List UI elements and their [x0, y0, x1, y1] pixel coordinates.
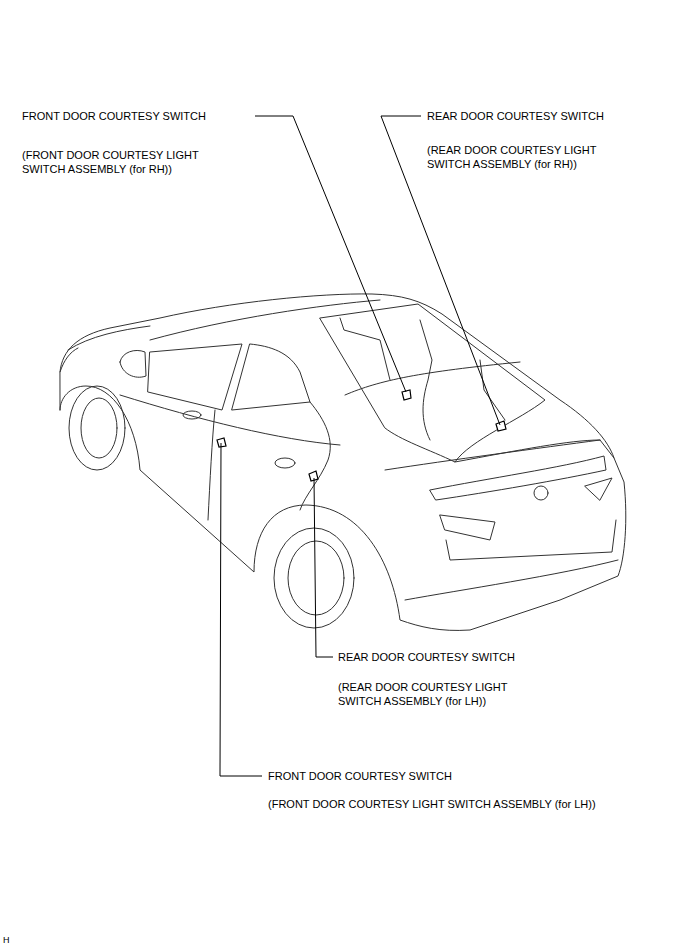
part-label: FRONT DOOR COURTESY SWITCH: [268, 769, 452, 783]
part-label: (FRONT DOOR COURTESY LIGHT SWITCH ASSEMB…: [268, 797, 596, 811]
leader-line: [220, 443, 262, 776]
front-wheel-rim: [81, 398, 117, 458]
front-wheel: [69, 386, 125, 470]
switch-symbol: [217, 438, 226, 447]
label-wrapper: (REAR DOOR COURTESY LIGHT SWITCH ASSEMBL…: [338, 680, 533, 708]
switch-symbol: [496, 421, 506, 431]
roof-line: [150, 300, 380, 340]
rear-door-handle: [275, 458, 295, 468]
license-area: [446, 520, 616, 560]
label-wrapper: FRONT DOOR COURTESY SWITCH: [268, 769, 452, 783]
rear-bumper: [405, 560, 618, 600]
car-body: [60, 294, 626, 631]
trunk-lid: [385, 440, 614, 470]
part-label: REAR DOOR COURTESY SWITCH: [338, 650, 515, 664]
switch-symbol: [309, 471, 318, 481]
part-label: REAR DOOR COURTESY SWITCH: [427, 109, 604, 123]
leader-line: [255, 116, 406, 392]
side-mirror: [120, 350, 146, 377]
front-door-seam: [208, 410, 215, 520]
rear-wheel-rim: [288, 541, 344, 615]
label-wrapper: (REAR DOOR COURTESY LIGHT SWITCH ASSEMBL…: [427, 143, 622, 171]
spoiler: [430, 456, 606, 500]
front-side-window: [148, 344, 242, 410]
rear-side-window: [232, 344, 310, 410]
rear-windshield: [320, 304, 545, 462]
label-wrapper: FRONT DOOR COURTESY SWITCH: [22, 109, 206, 123]
label-wrapper: H: [3, 935, 10, 946]
part-label: (REAR DOOR COURTESY LIGHT SWITCH ASSEMBL…: [338, 680, 533, 708]
emblem: [534, 486, 548, 500]
page-code: H: [3, 935, 10, 946]
car-hood: [60, 326, 150, 372]
switch-symbol: [402, 390, 411, 400]
leader-line: [314, 478, 333, 657]
rear-wheel: [274, 528, 354, 628]
side-character-line: [120, 395, 340, 445]
label-wrapper: REAR DOOR COURTESY SWITCH: [338, 650, 515, 664]
part-label: (FRONT DOOR COURTESY LIGHT SWITCH ASSEMB…: [22, 148, 227, 176]
part-label: FRONT DOOR COURTESY SWITCH: [22, 109, 206, 123]
label-wrapper: (FRONT DOOR COURTESY LIGHT SWITCH ASSEMB…: [268, 797, 596, 811]
part-label: (REAR DOOR COURTESY LIGHT SWITCH ASSEMBL…: [427, 143, 622, 171]
interior-pillar: [340, 318, 505, 440]
rear-door-seam: [300, 402, 330, 510]
tail-light: [440, 478, 612, 540]
seat-line: [345, 362, 520, 395]
front-door-handle: [183, 411, 201, 419]
label-wrapper: REAR DOOR COURTESY SWITCH: [427, 109, 604, 123]
label-wrapper: (FRONT DOOR COURTESY LIGHT SWITCH ASSEMB…: [22, 148, 227, 176]
